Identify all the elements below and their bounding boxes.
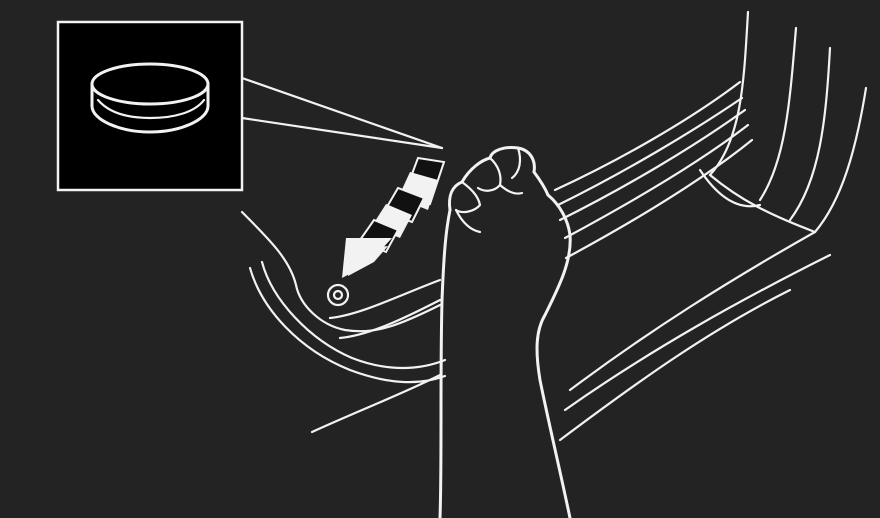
release-button-icon (328, 285, 348, 305)
striped-arrow-icon (342, 158, 444, 278)
inset-detail-box (58, 22, 242, 190)
callout-pointer (242, 78, 442, 148)
door-sill-strips (555, 82, 830, 440)
floor-edge-lines (242, 212, 445, 432)
hand-illustration (440, 147, 570, 518)
door-frame-lines (700, 12, 866, 232)
